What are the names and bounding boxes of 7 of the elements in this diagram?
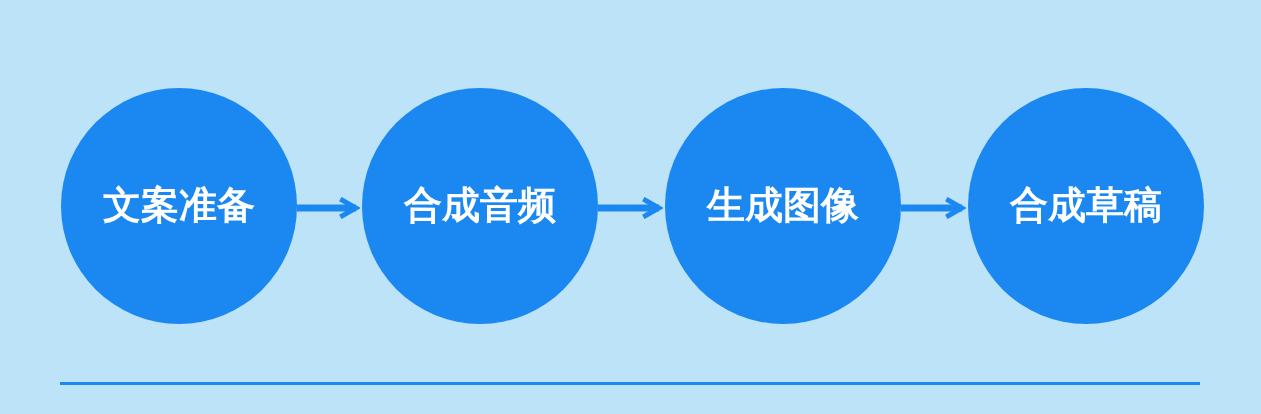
arrow	[901, 196, 965, 220]
step-label: 生成图像	[707, 182, 859, 230]
step-label: 合成音频	[404, 182, 556, 230]
step-label: 合成草稿	[1010, 182, 1162, 230]
arrow	[297, 196, 359, 220]
step-label: 文案准备	[103, 182, 255, 230]
arrow	[598, 196, 662, 220]
